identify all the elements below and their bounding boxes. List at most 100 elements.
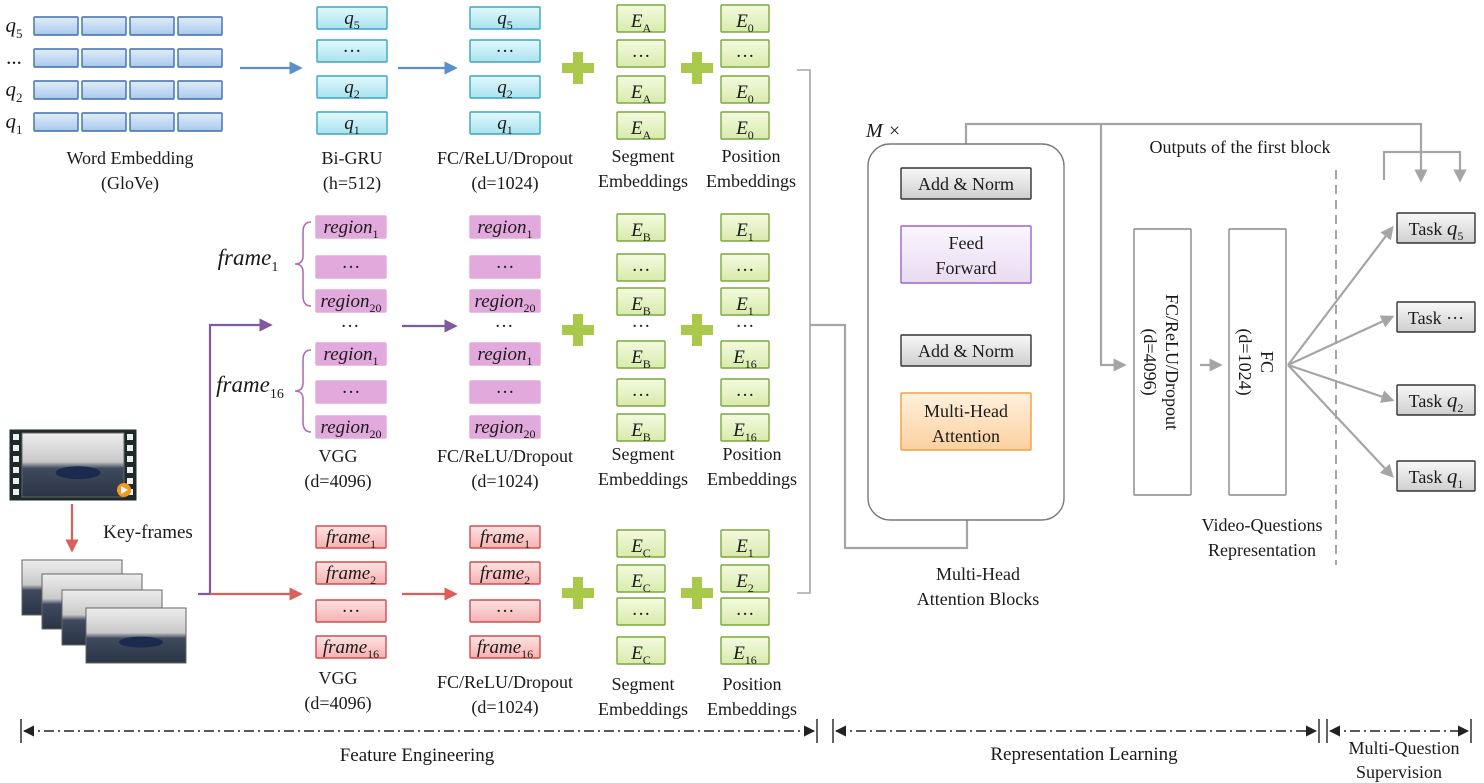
photo-figure [55,466,101,480]
position-embedding-r-label: E16 [732,420,757,444]
segment-embedding-b-label: EB [630,420,651,444]
fc-1024-label: FC(d=1024) [1234,328,1277,395]
segment-embedding-b [616,213,666,242]
fc-region-caption: (d=1024) [471,471,538,492]
feed-forward-label: Forward [936,258,997,278]
connector-line [1382,150,1467,183]
word-embedding-cell [81,80,127,100]
add-norm-top-label: Add & Norm [918,174,1014,194]
bigru-caption: Bi-GRU [321,148,382,168]
region-fc-cell-label: region1 [478,344,533,368]
ellipsis: ··· [495,316,514,337]
attention-caption: Attention Blocks [917,589,1040,609]
arrow-icon [1287,363,1395,403]
segment-embedding-c-label: EC [630,643,651,667]
fc-frame-caption: (d=1024) [471,697,538,718]
film-hole [127,456,133,462]
position-caption: Position [722,674,781,694]
plus-icon-v [692,314,702,346]
multi-head-attention-label: Attention [932,426,1000,446]
bigru-cell [316,75,388,99]
word-embedding-cell [33,80,79,100]
attention-caption: Multi-Head [936,564,1020,584]
frame-cell-label: frame2 [326,563,376,587]
position-embedding-f-label: E1 [735,536,754,560]
plus-icon-v [573,577,583,609]
position-embedding-r [720,253,770,282]
position-embedding-r-label: ··· [736,385,755,406]
position-embedding-f-label: ··· [736,604,755,625]
segment-embedding-c-label: ··· [632,604,651,625]
position-embedding-0 [720,39,770,68]
position-embedding-r-label: E1 [735,220,754,244]
region-fc-cell [469,255,541,279]
position-embedding-f [720,636,770,665]
frame-fc-cell [469,635,541,659]
region-cell [315,342,387,366]
arrow-icon [1287,315,1395,366]
segment-embedding-b-label: ··· [632,260,651,281]
fc-text-cell [469,39,541,63]
bracket-line [797,69,811,594]
keyframe-photo [85,607,187,664]
word-embedding-caption: (GloVe) [101,173,159,194]
bigru-cell-label: q1 [344,113,360,137]
section-label: Feature Engineering [340,745,495,766]
region-fc-cell [469,289,541,313]
position-embedding-r-label: ··· [736,260,755,281]
plus-icon [562,314,594,346]
fc-4096-label: FC/ReLU/Dropout(d=4096) [1139,294,1182,430]
add-norm-bottom-label: Add & Norm [918,341,1014,361]
word-embedding-cell [33,48,79,68]
region-cell [315,215,387,239]
position-embedding-r [720,340,770,369]
word-embedding-cell [81,112,127,132]
video-frame-icon [21,432,125,498]
film-hole [13,467,19,473]
word-embedding-cell [129,48,175,68]
region-cell-label: region20 [321,291,382,315]
attention-container [867,143,1065,521]
word-embedding-cell [33,112,79,132]
fc-text-cell [469,75,541,99]
plus-icon [562,577,594,609]
word-embedding-cell [81,48,127,68]
multi-head-attention-label: Multi-Head [924,401,1008,421]
keyframes-label: Key-frames [103,522,193,543]
bigru-cell-label: q5 [344,8,360,32]
position-embedding-f-label: E2 [735,571,754,595]
region-fc-cell-label: region1 [478,217,533,241]
vq-caption: Representation [1208,540,1316,560]
photo-bg [85,607,187,664]
region-fc-cell [469,342,541,366]
region-cell-label: region1 [324,217,379,241]
frame-fc-cell-label: frame1 [480,527,530,551]
task-label: Task ··· [1408,308,1464,328]
film-hole [13,478,19,484]
position-embedding-0 [720,4,770,33]
segment-embedding-c [616,529,666,558]
bigru-cell [316,6,388,30]
segment-embedding-b [616,287,666,316]
fc-4096-box [1133,228,1192,496]
position-embedding-r [720,378,770,407]
segment-embedding-b-label: EB [630,347,651,371]
word-label: q2 [6,77,23,105]
region-fc-cell [469,380,541,404]
position-embedding-0-label: E0 [735,82,754,106]
position-embedding-f [720,564,770,593]
plus-icon-v [692,52,702,84]
segment-embedding-b-label: EB [630,294,651,318]
position-embedding-0-label: E0 [735,11,754,35]
plus-icon-v [692,577,702,609]
frame-cell-label: frame1 [326,527,376,551]
photo-bg [21,432,125,498]
segment-caption: Embeddings [598,171,688,191]
plus-icon [562,52,594,84]
vgg-frame-caption: (d=4096) [304,693,371,714]
region-cell [315,289,387,313]
region-cell-label: region20 [321,417,382,441]
segment-embedding-b-label: EB [630,220,651,244]
segment-embedding-b [616,253,666,282]
